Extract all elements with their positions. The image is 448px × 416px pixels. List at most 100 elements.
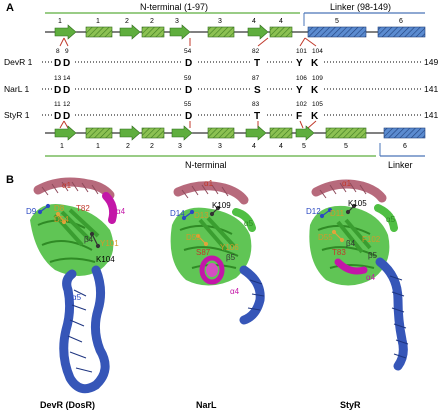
panel-a-label: A [6,2,14,14]
helix-box [207,26,235,38]
residue: F [296,111,302,122]
residue: T [254,58,260,69]
ss-label: 1 [58,18,62,25]
ss-label: 4 [279,143,283,150]
sequence-length: 149 [424,57,438,67]
devr-label-k104: K104 [96,255,115,264]
helix-box [141,127,165,139]
position-number: 55 [184,101,192,108]
position-number: 12 [63,101,71,108]
position-number: 104 [312,48,323,55]
devr-caption: DevR (DosR) [40,400,95,410]
styr-label-d55: D55 [318,233,333,242]
residue: D [63,58,70,69]
position-number: 106 [296,75,307,82]
helix-box [325,127,367,139]
helix-box [269,127,293,139]
ss-label: 2 [150,143,154,150]
strand-arrow [169,24,191,40]
narl-label-k109: K109 [212,201,231,210]
styr-label-a1: α1 [342,179,352,188]
styr-label-t83: T83 [332,248,346,257]
helix-box [85,26,113,38]
linker-header-text: Linker (98-149) [330,2,391,12]
ss-label: 5 [344,143,348,150]
ss-label: 3 [175,18,179,25]
ss-label: 4 [252,143,256,150]
residue: D [54,58,61,69]
devr-label-d8: D8 [54,204,65,213]
sequence-length: 141 [424,110,438,120]
position-number: 14 [63,75,71,82]
sequence-length: 141 [424,84,438,94]
narl-caption: NarL [196,400,217,410]
helix-box [269,26,293,38]
strand-arrow [245,125,267,141]
devr-label-a4: α4 [116,207,126,216]
top-secondary-structure: 1 1 2 3 2 3 4 4 5 6 [45,18,426,47]
residue: D [63,111,70,122]
devr-structure: α1 D9 D8 T82 D54 α4 β4 Y101 K104 α5 DevR… [26,177,126,410]
residue: K [311,111,319,122]
strand-arrow [119,125,141,141]
position-number: 82 [252,48,260,55]
narl-label-s87: S87 [196,248,211,257]
helix-box-linker [383,127,426,139]
helix-box-linker [307,26,367,38]
styr-caption: StyR [340,400,361,410]
narl-label-a4: α4 [230,287,240,296]
position-number: 9 [65,48,69,55]
styr-structure: α1 D12 D11 K105 α5 D55 β4 F102 T83 β5 α4… [306,179,409,410]
position-number: 87 [252,75,260,82]
devr-label-b4: β4 [84,235,94,244]
styr-label-a5: α5 [386,215,396,224]
styr-label-b5: β5 [368,251,378,260]
bottom-secondary-structure: 1 1 2 2 3 3 4 4 5 5 6 [45,120,426,150]
ss-label: 2 [126,143,130,150]
residue: Y [296,58,303,69]
position-number: 59 [184,75,192,82]
strand-arrow [119,24,141,40]
strand-arrow [171,125,193,141]
residue: K [311,85,319,96]
helix-box [141,26,165,38]
strand-arrow [54,125,77,141]
narl-label-d13: D13 [194,211,209,220]
devr-label-d54: D54 [54,215,69,224]
narl-label-a1: α1 [204,179,214,188]
strand-arrow [247,24,269,40]
devr-label-t82: T82 [76,204,90,213]
ss-label: 5 [302,143,306,150]
styr-label-a4: α4 [366,273,376,282]
position-number: 8 [56,48,60,55]
residue: D [185,58,192,69]
position-number: 109 [312,75,323,82]
ss-label: 2 [150,18,154,25]
residue: D [54,85,61,96]
strand-arrow [54,24,77,40]
strand-arrow [295,125,315,141]
position-number: 83 [252,101,260,108]
narl-label-b5: β5 [226,253,236,262]
helix-box [85,127,113,139]
styr-label-d11: D11 [330,209,345,218]
styr-label-k105: K105 [348,199,367,208]
ss-label: 1 [60,143,64,150]
helix-box-linker [377,26,426,38]
narl-label-y106: Y106 [220,243,239,252]
protein-name: StyR 1 [4,110,30,120]
position-number: 11 [54,101,61,108]
protein-name: NarL 1 [4,84,29,94]
ss-label: 1 [96,18,100,25]
position-number: 105 [312,101,323,108]
styr-label-b4: β4 [346,239,356,248]
devr-label-a1: α1 [62,181,72,190]
position-number: 102 [296,101,307,108]
residue: T [254,111,260,122]
residue: D [63,85,70,96]
alignment-row-styr: 11 12 55 83 102 105 StyR 1 D D D T F K 1… [4,101,438,122]
alignment-row-devr: 8 9 54 82 101 104 DevR 1 D D D T Y K 149 [4,48,438,69]
panel-b-label: B [6,174,14,186]
alignment-row-narl: 13 14 59 87 106 109 NarL 1 D D D S Y K 1… [4,75,438,96]
